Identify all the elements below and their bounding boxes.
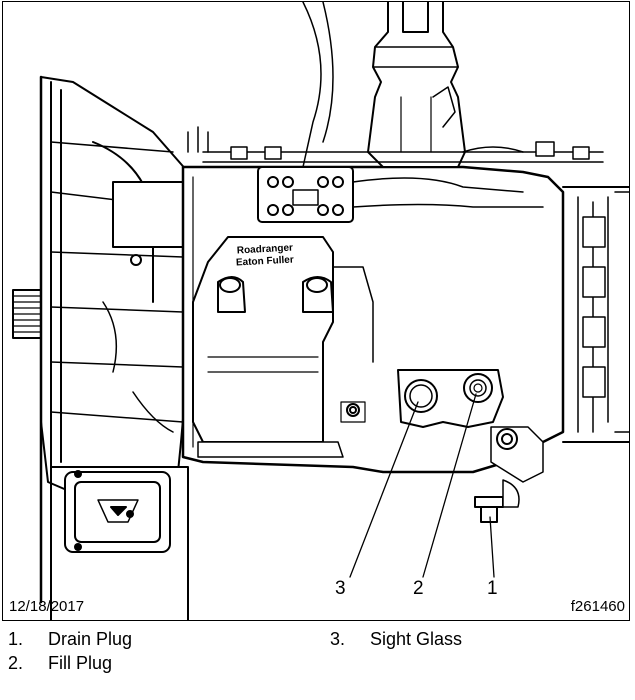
top-bolts bbox=[187, 126, 590, 160]
legend-item-1: 1. Drain Plug bbox=[8, 629, 132, 650]
transmission-drawing: Roadranger Eaton Fuller bbox=[12, 2, 629, 620]
legend-number: 2. bbox=[8, 653, 24, 673]
rear-housing bbox=[562, 186, 629, 443]
shift-tower bbox=[367, 2, 466, 168]
legend-number: 3. bbox=[330, 629, 346, 649]
air-valve-block bbox=[202, 2, 604, 223]
leader-lines bbox=[349, 393, 495, 578]
plug-area bbox=[397, 369, 544, 523]
legend-label: Fill Plug bbox=[48, 653, 113, 673]
figure-id: f261460 bbox=[570, 598, 625, 615]
legend-item-2: 2. Fill Plug bbox=[8, 653, 112, 674]
figure-frame: Roadranger Eaton Fuller 3 2 1 12/18/2017… bbox=[2, 1, 630, 621]
legend-number: 1. bbox=[8, 629, 24, 649]
callout-1: 1 bbox=[487, 578, 498, 599]
inspection-cover bbox=[50, 466, 189, 620]
input-shaft bbox=[12, 289, 44, 339]
callout-2: 2 bbox=[413, 578, 424, 599]
emblem-line-1: Roadranger bbox=[237, 243, 294, 257]
emblem-line-2: Eaton Fuller bbox=[236, 254, 294, 268]
figure-date: 12/18/2017 bbox=[9, 598, 85, 615]
legend-label: Drain Plug bbox=[48, 629, 133, 649]
legend-item-3: 3. Sight Glass bbox=[330, 629, 462, 650]
callout-3: 3 bbox=[335, 578, 346, 599]
legend-label: Sight Glass bbox=[370, 629, 463, 649]
drain-plug bbox=[480, 506, 498, 523]
clutch-housing bbox=[39, 75, 194, 604]
